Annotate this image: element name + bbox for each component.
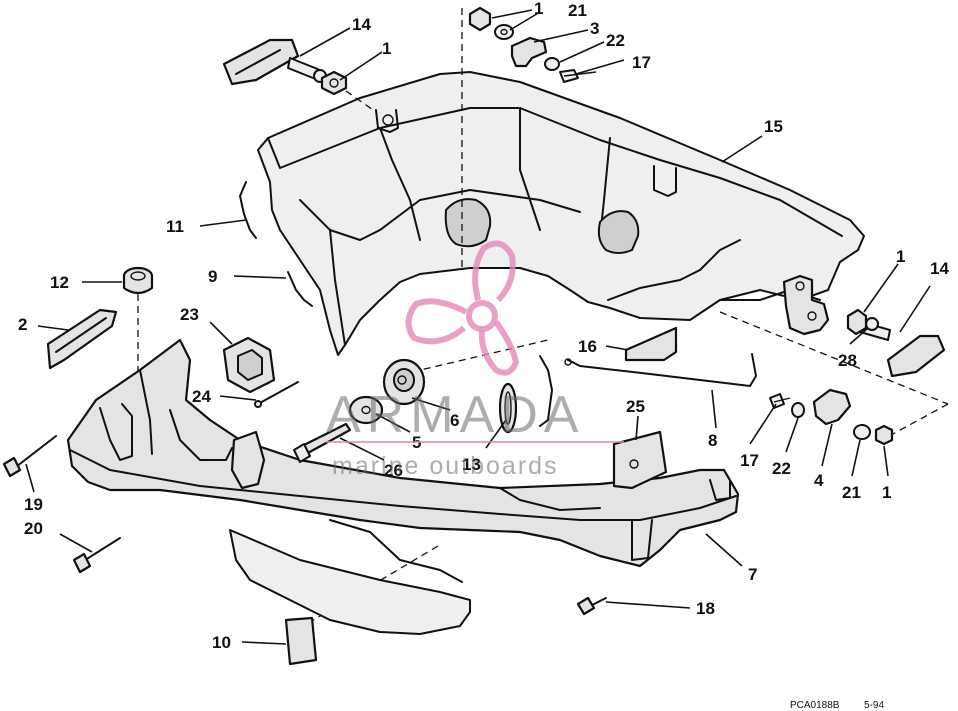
callout-22: 22 xyxy=(606,31,625,50)
callout-16: 16 xyxy=(578,337,597,356)
callout-9: 9 xyxy=(208,267,217,286)
callout-6: 6 xyxy=(450,411,459,430)
propeller-blade-top xyxy=(472,240,516,303)
lower-motor-cover xyxy=(66,338,740,635)
propeller-logo-icon xyxy=(405,240,520,376)
grommet-6 xyxy=(382,358,426,406)
latch-handle-14-left xyxy=(222,38,327,86)
screw-18 xyxy=(576,596,607,616)
callout-26: 26 xyxy=(384,461,403,480)
grommet-13 xyxy=(498,382,518,434)
callout-1: 1 xyxy=(896,247,905,266)
right-hardware-group xyxy=(769,388,894,446)
callout-10: 10 xyxy=(212,633,231,652)
callout-20: 20 xyxy=(24,519,43,538)
callout-11: 11 xyxy=(166,217,184,236)
callout-24: 24 xyxy=(192,387,211,406)
callout-13: 13 xyxy=(462,455,481,474)
callout-17: 17 xyxy=(632,53,651,72)
watermark-brand: ARMADA xyxy=(326,386,584,444)
callout-17: 17 xyxy=(740,451,759,470)
callout-1: 1 xyxy=(382,39,391,58)
callout-labels: 14 1 1 21 3 22 17 15 11 9 12 2 23 24 1 1… xyxy=(18,0,949,652)
callout-12: 12 xyxy=(50,273,69,292)
callout-15: 15 xyxy=(764,117,783,136)
nut-1-left xyxy=(320,70,348,96)
seal-strip-9 xyxy=(287,271,313,307)
washer-5 xyxy=(348,395,384,425)
callout-14: 14 xyxy=(352,15,371,34)
top-hardware-group xyxy=(468,6,597,83)
callout-21: 21 xyxy=(568,1,587,20)
latch-bracket-25 xyxy=(612,430,668,490)
propeller-blade-left xyxy=(405,298,468,345)
callout-1: 1 xyxy=(882,483,891,502)
reference-code: PCA0188B 5-94 xyxy=(790,700,884,711)
callout-8: 8 xyxy=(708,431,717,450)
callout-14: 14 xyxy=(930,259,949,278)
callout-4: 4 xyxy=(814,471,824,490)
seal-strip-11 xyxy=(239,181,257,239)
bracket-2 xyxy=(46,308,118,370)
grommet-12 xyxy=(122,266,154,295)
armada-watermark: ARMADA marine outboards xyxy=(326,240,624,480)
screw-26 xyxy=(293,422,352,463)
mount-23 xyxy=(222,336,276,394)
callout-25: 25 xyxy=(626,397,645,416)
bolt-19 xyxy=(2,435,57,478)
plate-16 xyxy=(624,326,678,362)
nut-and-washer-1-28-right xyxy=(846,308,879,336)
callout-22: 22 xyxy=(772,459,791,478)
callout-2: 2 xyxy=(18,315,27,334)
propeller-blade-right xyxy=(478,320,520,376)
bolt-20 xyxy=(72,537,121,574)
callout-1: 1 xyxy=(534,0,543,18)
callout-18: 18 xyxy=(696,599,715,618)
callout-23: 23 xyxy=(180,305,199,324)
cable-8 xyxy=(564,353,757,387)
callout-21: 21 xyxy=(842,483,861,502)
figure-date: 5-94 xyxy=(864,700,884,711)
callout-7: 7 xyxy=(748,565,757,584)
callout-28: 28 xyxy=(838,351,857,370)
upper-motor-cover xyxy=(257,71,865,427)
callout-19: 19 xyxy=(24,495,43,514)
leader-lines xyxy=(25,9,931,645)
figure-code: PCA0188B xyxy=(790,700,840,711)
propeller-hub xyxy=(466,300,498,332)
watermark-tagline: marine outboards xyxy=(332,452,559,480)
pin-24 xyxy=(254,381,299,408)
pad-10 xyxy=(284,616,318,666)
callout-3: 3 xyxy=(590,19,599,38)
